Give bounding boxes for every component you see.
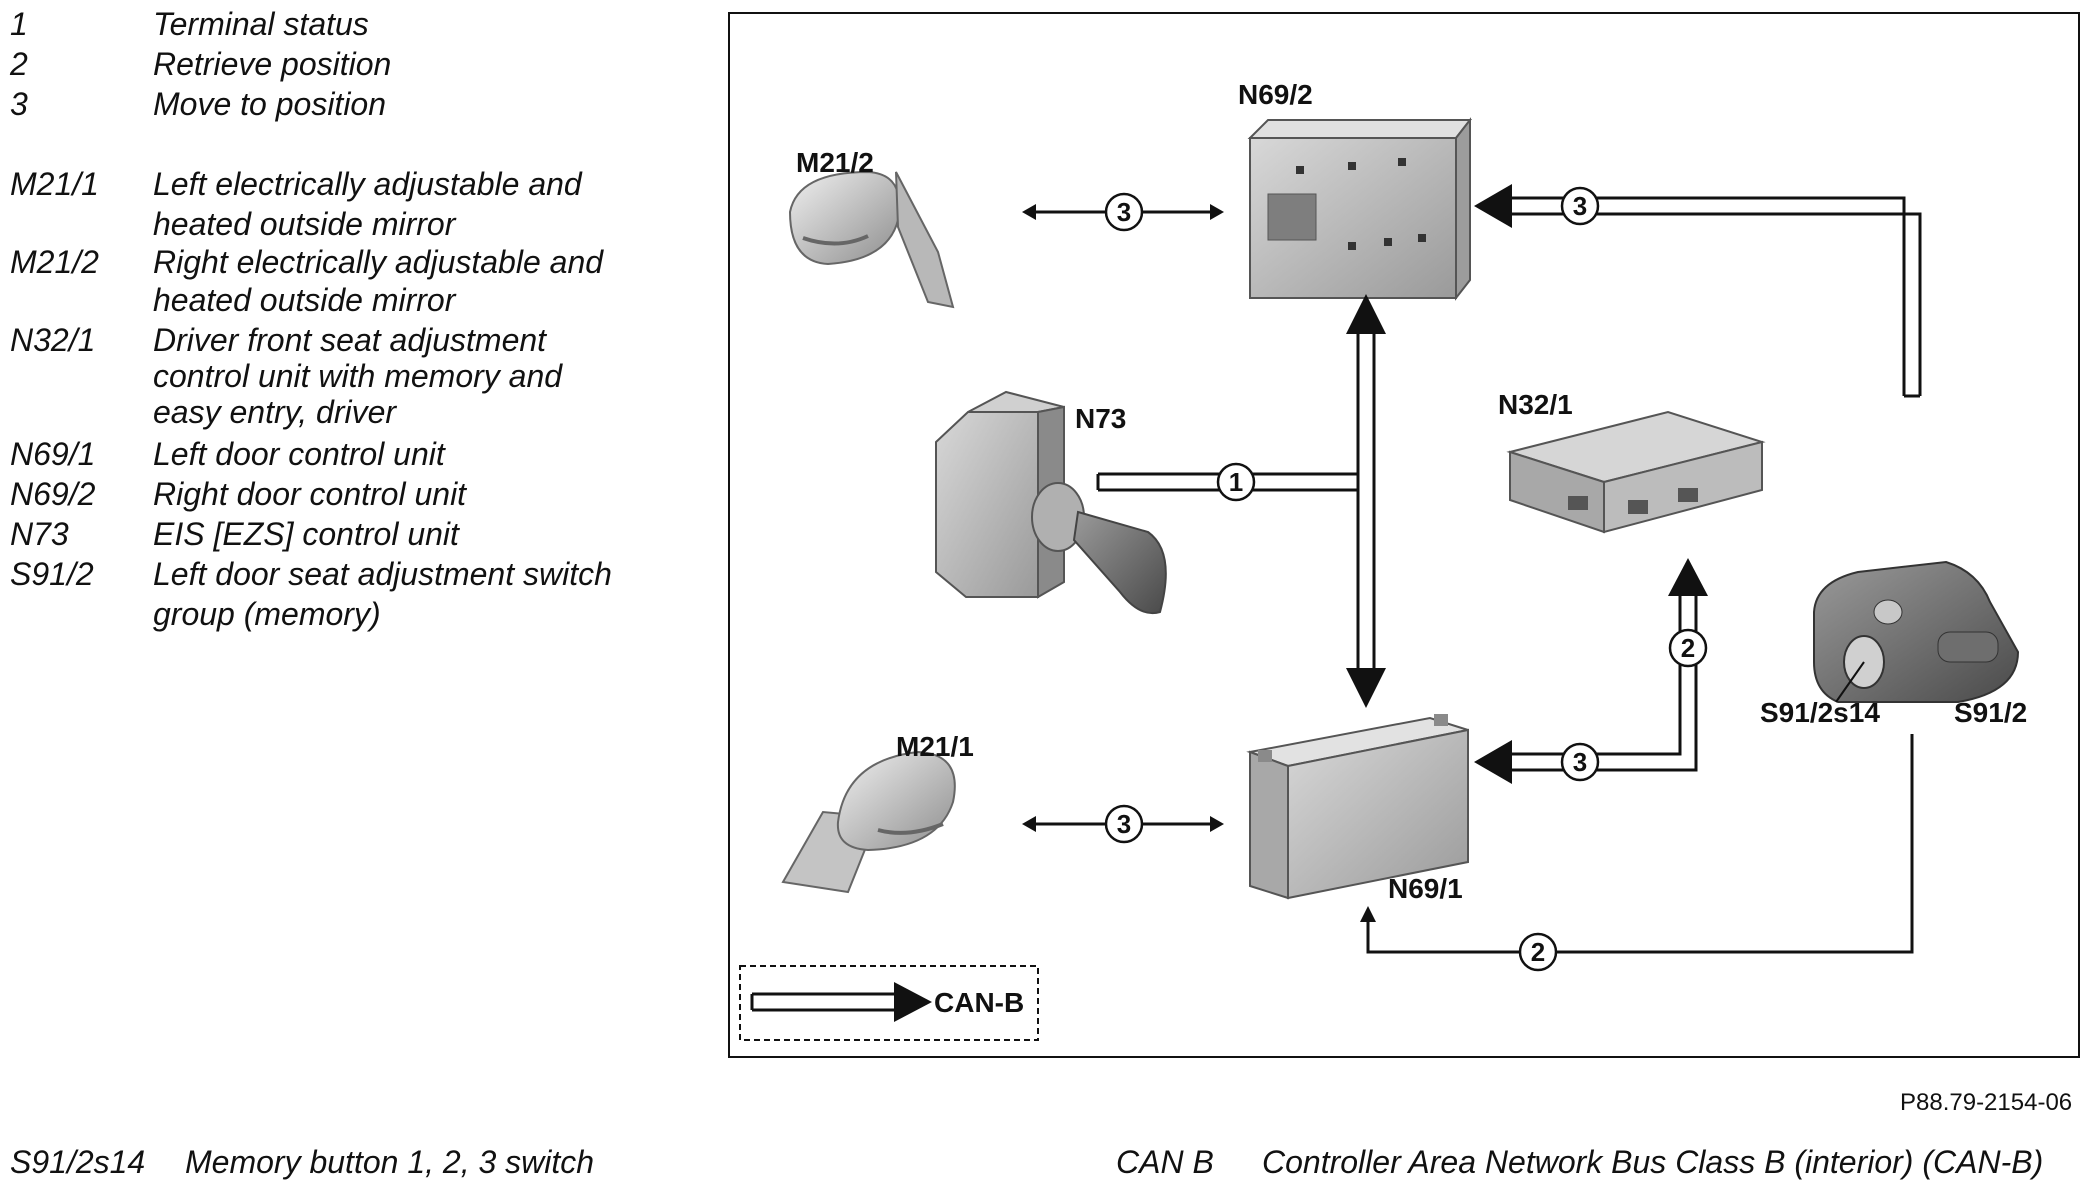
marker-retrieve-n32-1: 2 — [1668, 628, 1708, 668]
svg-text:3: 3 — [1117, 809, 1131, 839]
bottom-note-desc: Memory button 1, 2, 3 switch — [185, 1144, 595, 1180]
label-n32-1: N32/1 — [1498, 389, 1573, 420]
legend-code: 3 — [10, 86, 28, 122]
legend-code: N69/2 — [10, 476, 96, 512]
label-n73: N73 — [1075, 403, 1126, 434]
label-m21-2: M21/2 — [796, 147, 874, 178]
bottom-note-code: CAN B — [1116, 1144, 1214, 1180]
diagram-frame — [728, 12, 2080, 1058]
mirror-m21-1-image — [781, 750, 956, 894]
legend-desc: Driver front seat adjustment — [153, 322, 547, 358]
marker-terminal-n73: 1 — [1216, 462, 1256, 502]
legend-desc: Move to position — [153, 86, 387, 122]
legend-desc: Right electrically adjustable and — [153, 244, 604, 280]
label-n69-1: N69/1 — [1388, 873, 1463, 904]
mirror-m21-2-image — [788, 170, 955, 309]
can-b-key: CAN-B — [739, 965, 1039, 1041]
label-m21-1: M21/1 — [896, 731, 974, 762]
svg-text:3: 3 — [1573, 747, 1587, 777]
marker-move-n32-1: 3 — [1560, 186, 1600, 226]
legend-desc: group (memory) — [153, 596, 381, 632]
legend-code: 1 — [10, 6, 28, 42]
legend-desc: easy entry, driver — [153, 394, 397, 430]
marker-retrieve-s91-2: 2 — [1518, 932, 1558, 972]
legend-desc: Terminal status — [153, 6, 369, 42]
legend-desc: Left door seat adjustment switch — [153, 556, 612, 592]
svg-text:2: 2 — [1531, 937, 1545, 967]
legend-desc: EIS [EZS] control unit — [153, 516, 459, 552]
can-b-arrowheads — [1346, 184, 1708, 784]
legend-desc: Right door control unit — [153, 476, 467, 512]
legend-code: S91/2 — [10, 556, 94, 592]
link-s91-2-n69-1 — [1360, 734, 1914, 954]
label-s91-2: S91/2 — [1954, 697, 2027, 728]
marker-move-m21-1: 3 — [1104, 804, 1144, 844]
marker-move-m21-2: 3 — [1104, 192, 1144, 232]
svg-text:3: 3 — [1117, 197, 1131, 227]
s91-2-switch-image — [1813, 560, 2020, 703]
legend-desc: heated outside mirror — [153, 206, 456, 242]
svg-text:1: 1 — [1229, 467, 1243, 497]
figure-reference: P88.79-2154-06 — [1900, 1089, 2073, 1116]
legend-code: 2 — [10, 46, 28, 82]
n69-1-module-image — [1246, 714, 1469, 900]
legend-code: M21/1 — [10, 166, 99, 202]
legend-code: M21/2 — [10, 244, 99, 280]
legend-code: N32/1 — [10, 322, 96, 358]
legend-desc: Left door control unit — [153, 436, 445, 472]
bottom-note-code: S91/2s14 — [10, 1144, 146, 1180]
bottom-note-desc: Controller Area Network Bus Class B (int… — [1262, 1144, 2044, 1180]
marker-move-n69-1: 3 — [1560, 742, 1600, 782]
legend-desc: heated outside mirror — [153, 282, 456, 318]
diagram: M21/2 N69/2 N73 N32/1 M21/1 N69/1 S91/2s… — [739, 79, 2027, 1041]
label-s91-2s14: S91/2s14 — [1760, 697, 1880, 728]
n32-1-module-image — [1506, 410, 1766, 534]
svg-text:2: 2 — [1681, 633, 1695, 663]
legend-code: N73 — [10, 516, 69, 552]
label-n69-2: N69/2 — [1238, 79, 1313, 110]
legend-desc: Retrieve position — [153, 46, 392, 82]
n73-eis-image — [935, 390, 1167, 614]
svg-text:3: 3 — [1573, 191, 1587, 221]
can-b-key-label: CAN-B — [934, 987, 1024, 1018]
legend-desc: Left electrically adjustable and — [153, 166, 582, 202]
n69-2-module-image — [1247, 117, 1473, 301]
legend-desc: control unit with memory and — [153, 358, 563, 394]
legend-code: N69/1 — [10, 436, 96, 472]
